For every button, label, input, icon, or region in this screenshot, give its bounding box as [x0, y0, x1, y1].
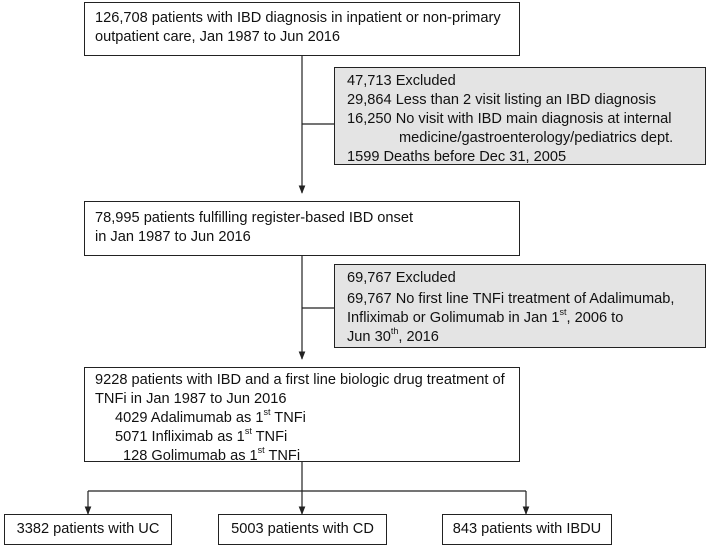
exclusion-2-line1: 69,767 No first line TNFi treatment of A… — [347, 291, 675, 307]
tnfi-treatment-box: 9228 patients with IBD and a first line … — [84, 367, 520, 464]
exclusion-2-total: 69,767 Excluded — [347, 270, 456, 286]
exclusion-1-total: 47,713 Excluded — [347, 73, 456, 89]
ibd-onset-line2: in Jan 1987 to Jun 2016 — [95, 229, 251, 245]
outcome-uc-box: 3382 patients with UC — [4, 514, 172, 545]
tnfi-line2: TNFi in Jan 1987 to Jun 2016 — [95, 391, 287, 407]
exclusion-1-item1: 29,864 Less than 2 visit listing an IBD … — [347, 92, 657, 108]
exclusion-2-line3: Jun 30th, 2016 — [347, 326, 439, 345]
tnfi-golimumab: 128 Golimumab as 1st TNFi — [123, 445, 301, 464]
outcome-ibdu-box: 843 patients with IBDU — [442, 514, 612, 545]
exclusion-box-2: 69,767 Excluded 69,767 No first line TNF… — [334, 264, 706, 348]
exclusion-1-item2-cont: medicine/gastroenterology/pediatrics dep… — [399, 130, 674, 146]
exclusion-1-item2: 16,250 No visit with IBD main diagnosis … — [347, 111, 672, 127]
initial-cohort-line2: outpatient care, Jan 1987 to Jun 2016 — [95, 29, 341, 45]
exclusion-2-line2: Infliximab or Golimumab in Jan 1st, 2006… — [347, 307, 624, 326]
ibd-onset-line1: 78,995 patients fulfilling register-base… — [95, 210, 414, 226]
exclusion-1-item3: 1599 Deaths before Dec 31, 2005 — [347, 149, 567, 165]
initial-cohort-box: 126,708 patients with IBD diagnosis in i… — [84, 2, 520, 56]
tnfi-line1: 9228 patients with IBD and a first line … — [95, 372, 505, 388]
initial-cohort-line1: 126,708 patients with IBD diagnosis in i… — [95, 10, 501, 26]
outcome-cd-label: 5003 patients with CD — [231, 521, 374, 537]
tnfi-adalimumab: 4029 Adalimumab as 1st TNFi — [115, 407, 306, 426]
tnfi-infliximab: 5071 Infliximab as 1st TNFi — [115, 426, 288, 445]
outcome-cd-box: 5003 patients with CD — [218, 514, 387, 545]
exclusion-box-1: 47,713 Excluded 29,864 Less than 2 visit… — [334, 67, 706, 165]
outcome-uc-label: 3382 patients with UC — [16, 521, 160, 537]
outcome-ibdu-label: 843 patients with IBDU — [452, 521, 602, 537]
ibd-onset-box: 78,995 patients fulfilling register-base… — [84, 201, 520, 256]
